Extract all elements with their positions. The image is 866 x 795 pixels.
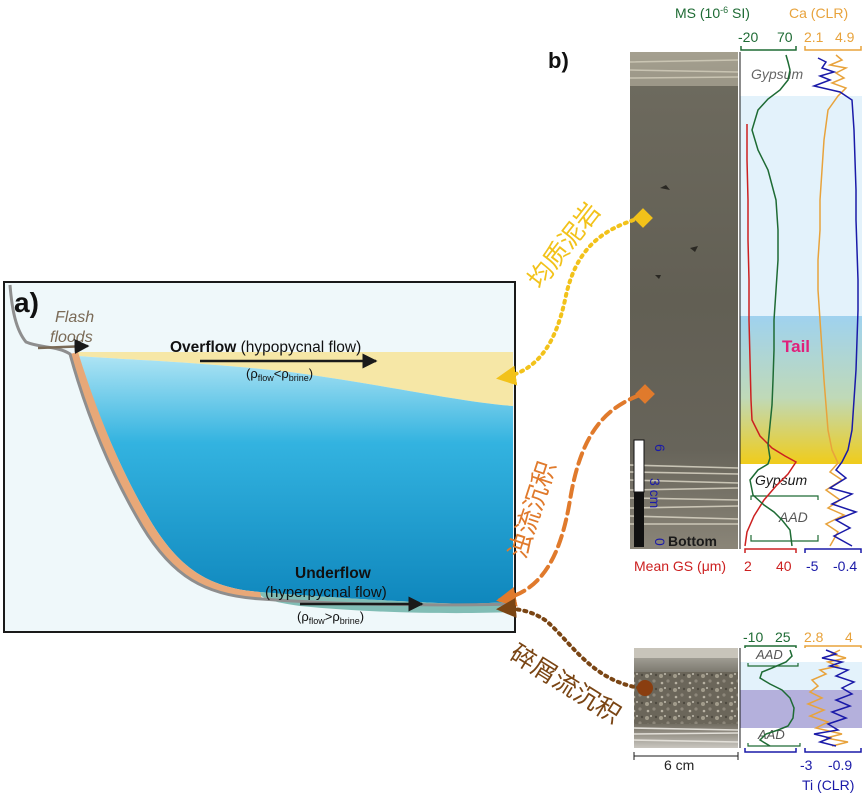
- ms-curve-b: [749, 54, 793, 547]
- ti-curve-c: [813, 649, 856, 747]
- panel-a: a) Flash floods Overflow (hypopycnal flo…: [3, 281, 516, 633]
- flash-floods-line2: floods: [50, 329, 93, 346]
- overflow-layer: [78, 352, 513, 406]
- underflow-density-relation: (ρflow>ρbrine): [297, 609, 364, 626]
- gs-axis-label: Mean GS (μm): [634, 558, 726, 574]
- turbidite-arrow: [496, 393, 642, 607]
- core-photo-b: [629, 52, 739, 549]
- ms-header: MS (10-6 SI): [675, 5, 750, 21]
- gs-scale-min: 2: [744, 558, 752, 574]
- aad-label-b: AAD: [778, 509, 808, 525]
- bottom-label: Bottom: [668, 533, 717, 549]
- ti-scale-min-c: -3: [800, 757, 813, 773]
- aad-label-c-top: AAD: [755, 647, 783, 662]
- ms-scale-bracket-b: [740, 46, 797, 51]
- debris-flow-marker: [637, 680, 653, 696]
- scale-0: 0: [652, 538, 668, 546]
- flash-flood-arrow: [37, 339, 90, 355]
- ca-curve-b: [817, 54, 849, 547]
- ti-scale-max-b: -0.4: [833, 558, 857, 574]
- aad-bracket-c-bottom: [747, 743, 801, 747]
- band-tail: [740, 316, 862, 464]
- ti-scale-bracket-c-left: [744, 748, 797, 753]
- turbidite-marker: [635, 384, 655, 404]
- scale-6: 6: [652, 444, 668, 452]
- tail-label: Tail: [782, 337, 810, 356]
- slope-sediment: [70, 352, 262, 599]
- ca-scale-bracket-b: [804, 46, 862, 51]
- scale-3cm: 3 cm: [647, 478, 663, 508]
- overflow-title: Overflow (hypopycnal flow): [170, 339, 361, 356]
- underflow-layer: [259, 592, 513, 614]
- homogeneous-mudstone-label: 均质泥岩: [522, 197, 606, 294]
- ms-scale-min-c: -10: [743, 629, 763, 645]
- band-homogeneous: [740, 96, 862, 316]
- aad-bracket-c-top: [747, 663, 799, 667]
- gs-scale-bracket: [744, 548, 797, 553]
- panel-b: b) MS (10-6 SI) Ca (CLR) -20 70 2.1 4.9 …: [548, 5, 862, 574]
- panel-a-label: a): [14, 287, 39, 318]
- panel-b-label: b): [548, 48, 569, 73]
- overflow-density-relation: (ρflow<ρbrine): [246, 366, 313, 383]
- ms-curve-c: [758, 649, 795, 747]
- gypsum-bracket-top: [750, 495, 819, 500]
- ti-axis-label: Ti (CLR): [802, 777, 854, 793]
- gs-curve-b: [744, 124, 798, 547]
- flash-floods-line1: Flash: [55, 309, 94, 326]
- ca-scale-max-b: 4.9: [835, 29, 855, 45]
- underflow-title: Underflow: [295, 565, 372, 582]
- panel-c: -10 25 2.8 4 AAD AAD 6 cm -3: [633, 629, 862, 793]
- core-photo-c: [633, 648, 739, 748]
- ca-scale-min-c: 2.8: [804, 629, 824, 645]
- ti-scale-bracket-c: [804, 748, 862, 753]
- ms-scale-max-c: 25: [775, 629, 791, 645]
- lake-water: [78, 356, 513, 604]
- ca-curve-c: [805, 649, 849, 747]
- gypsum-top-label: Gypsum: [751, 66, 803, 82]
- ms-scale-min-b: -20: [738, 29, 758, 45]
- width-label: 6 cm: [664, 757, 694, 773]
- band-c-debris: [740, 690, 862, 728]
- ti-scale-max-c: -0.9: [828, 757, 852, 773]
- ms-scale-max-b: 70: [777, 29, 793, 45]
- ti-scale-bracket-b: [804, 548, 862, 553]
- ti-scale-min-b: -5: [806, 558, 819, 574]
- ca-scale-min-b: 2.1: [804, 29, 824, 45]
- mudstone-arrow: [496, 216, 642, 386]
- ca-header: Ca (CLR): [789, 5, 848, 21]
- gs-scale-max: 40: [776, 558, 792, 574]
- ti-curve-b: [811, 57, 859, 547]
- gypsum-bracket-bottom: [750, 535, 819, 542]
- underflow-subtitle: (hyperpycnal flow): [265, 584, 387, 601]
- debris-flow-arrow: [496, 597, 642, 690]
- ca-scale-max-c: 4: [845, 629, 853, 645]
- debris-flow-label: 碎屑流沉积: [505, 638, 626, 729]
